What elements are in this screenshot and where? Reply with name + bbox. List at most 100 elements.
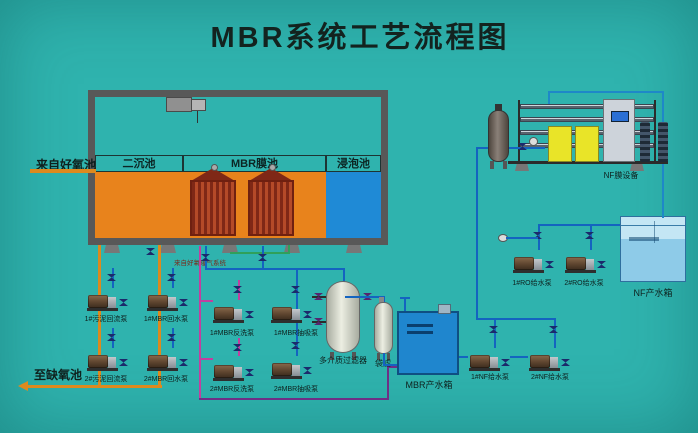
tank-level-mark — [407, 324, 433, 327]
pipe-ro-discharge — [506, 237, 538, 239]
valve-icon — [303, 311, 312, 318]
multimedia-filter-vessel — [326, 281, 360, 353]
vessel-leg — [330, 352, 334, 360]
support-foot — [515, 164, 529, 171]
membrane-module-2 — [248, 180, 294, 236]
pipe-nf-feed — [510, 356, 528, 358]
pipe-backwash-branch — [199, 358, 213, 360]
pump-label: 1#RO给水泵 — [512, 280, 552, 287]
highpressure-pump-2 — [658, 122, 668, 162]
support-foot — [104, 245, 120, 253]
pipe-to-bag-filter — [345, 296, 383, 298]
membrane-housing — [520, 117, 654, 122]
pipe-nf-product — [548, 91, 550, 109]
vessel-leg — [377, 353, 380, 360]
membrane-module-1 — [190, 180, 236, 236]
pump-label: 2#NF给水泵 — [530, 374, 570, 381]
pipe-nf-product — [548, 91, 664, 93]
dosing-tank-2 — [575, 126, 599, 162]
hoist-hook-icon — [211, 164, 218, 171]
pipe-suction-header — [205, 268, 345, 270]
bag-filter-vessel — [374, 302, 393, 354]
support-foot — [284, 245, 300, 253]
pipe-to-security-filter — [476, 147, 489, 149]
pump-sludge-return-1 — [86, 288, 130, 314]
support-foot — [222, 245, 238, 253]
tank-top-fitting — [438, 304, 451, 314]
control-cabinet — [603, 99, 635, 162]
security-filter-vessel — [488, 110, 509, 162]
vessel-leg — [490, 161, 494, 169]
pump-ro-feed-1 — [512, 250, 556, 276]
hoist-trolley — [166, 97, 192, 112]
mbr-product-tank-label: MBR产水箱 — [405, 380, 453, 390]
pipe-to-bag-filter — [383, 296, 385, 305]
gauge-icon — [529, 137, 538, 146]
pump-label: 1#MBR反洗泵 — [209, 330, 255, 337]
tank-inner-pipe — [654, 221, 655, 243]
support-foot — [160, 245, 176, 253]
pump-mbr-return-2 — [146, 348, 190, 374]
pump-riser — [494, 318, 496, 348]
pump-riser — [554, 318, 556, 348]
pump-riser — [112, 328, 114, 348]
pipe-backwash-supply — [387, 366, 397, 368]
page-title: MBR系统工艺流程图 — [210, 22, 510, 54]
pipe-backwash-pump-riser — [238, 280, 240, 300]
arrow-left-icon — [18, 381, 28, 391]
pump-mbr-return-1 — [146, 288, 190, 314]
valve-icon — [146, 248, 155, 255]
pump-riser — [112, 268, 114, 288]
tank-label-secondary-sedimentation: 二沉池 — [95, 155, 183, 172]
soak-tank-body — [326, 172, 381, 238]
building-frame — [88, 90, 388, 245]
hoist-motor — [191, 99, 206, 111]
tank-vent-pipe — [404, 298, 406, 312]
pipe-sludge-riser — [98, 245, 101, 387]
pipe-aeration-green — [230, 252, 290, 254]
valve-icon — [303, 367, 312, 374]
membrane-housing — [520, 104, 654, 109]
mbr-product-tank — [397, 311, 459, 375]
dosing-tank-1 — [548, 126, 572, 162]
pump-label: 1#污泥回流泵 — [84, 316, 128, 323]
valve-icon — [501, 359, 510, 366]
annotation-to-anoxic: 至缺氧池 — [34, 368, 83, 382]
pipe-filter-inlet — [343, 268, 345, 282]
pipe-feed-orange — [30, 169, 96, 173]
tank-level-mark — [629, 237, 659, 241]
support-foot — [630, 164, 644, 171]
pipe-bag-to-tank — [383, 364, 397, 366]
pipe-backwash-supply — [199, 398, 389, 400]
hoist-hook-icon — [269, 164, 276, 171]
pump-ro-feed-2 — [564, 250, 608, 276]
pump-label: 2#MBR反洗泵 — [209, 386, 255, 393]
pump-label: 2#RO给水泵 — [564, 280, 604, 287]
pump-mbr-suction-1 — [270, 300, 314, 326]
valve-icon — [119, 299, 128, 306]
tank-vent-pipe — [400, 297, 410, 299]
valve-icon — [597, 261, 606, 268]
vessel-leg — [387, 353, 390, 360]
membrane-hanger — [249, 168, 293, 181]
valve-icon — [179, 359, 188, 366]
valve-icon — [545, 261, 554, 268]
skid-post — [518, 100, 520, 163]
pipe-return-orange — [28, 385, 162, 388]
nf-unit-label: NF膜设备 — [603, 171, 639, 180]
highpressure-pump-1 — [640, 122, 650, 162]
pipe-bag-to-tank — [383, 353, 385, 366]
pump-mbr-backwash-1 — [212, 300, 256, 326]
pipe-nf-discharge-header — [476, 318, 556, 320]
pipe-filter-to-skid — [509, 147, 545, 149]
pipe-backwash-pump-riser — [238, 338, 240, 356]
pipe-backwash-supply — [387, 366, 389, 400]
multimedia-filter-label: 多介质过滤器 — [319, 356, 367, 365]
nf-product-tank-label: NF产水箱 — [633, 288, 673, 298]
pipe-backwash-riser — [199, 246, 201, 398]
valve-icon — [179, 299, 188, 306]
valve-icon — [119, 359, 128, 366]
pipe-to-security-filter — [476, 147, 478, 320]
tank-lid-line — [621, 225, 685, 226]
